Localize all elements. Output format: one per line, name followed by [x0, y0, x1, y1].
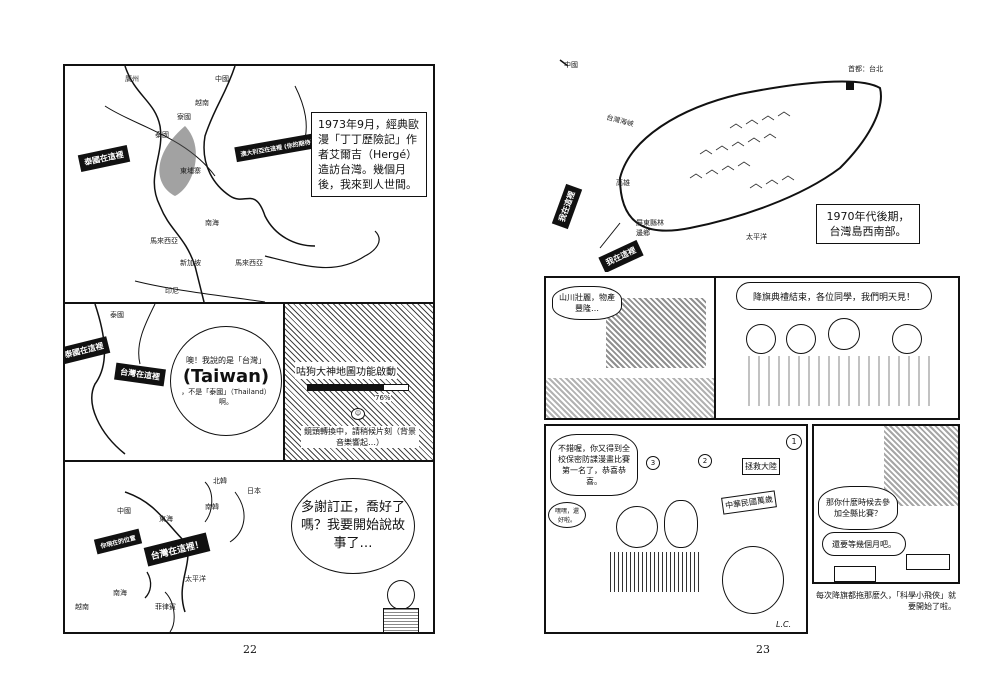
bubble-emphasis: (Taiwan): [182, 366, 270, 387]
medal-badge: 2: [698, 454, 712, 468]
map-label: 日本: [247, 487, 261, 495]
map-label: 越南: [75, 603, 89, 611]
narrator-character: [387, 580, 415, 610]
narration-caption: 1973年9月，經典歐漫「丁丁歷險記」作者艾爾吉（Hergé）造訪台灣。幾個月後…: [311, 112, 427, 197]
bubble-text: ，不是「泰國」（Thailand）啊。: [181, 388, 271, 406]
artist-signature: L.C.: [776, 620, 792, 629]
map-label: 新加坡: [180, 259, 201, 267]
speech-bubble: 還要等幾個月吧。: [822, 532, 906, 556]
loading-panel: 咕狗大神地圖功能啟動 76% ☺ 鏡頭轉換中，請稍候片刻（背景音樂響起…）: [283, 302, 435, 462]
map-panel-east-asia: 北韓 中國 南韓 日本 東海 南海 太平洋 菲律賓 越南 台灣在這裡！ 你現在的…: [63, 460, 435, 634]
map-coastline: [104, 66, 380, 302]
street-hatching: [884, 426, 958, 506]
speech-bubble: 多謝訂正，喬好了嗎？我要開始說故事了…: [291, 478, 415, 574]
map-label: 泰國: [155, 131, 169, 139]
map-label: 南韓: [205, 503, 219, 511]
map-label: 太平洋: [746, 233, 767, 241]
map-label: 印尼: [165, 287, 179, 295]
map-label: 菲律賓: [155, 603, 176, 611]
map-label: 中國: [564, 61, 578, 69]
map-label: 東海: [159, 515, 173, 523]
smiley-icon: ☺: [351, 408, 365, 420]
student-character: [828, 318, 860, 350]
map-label: 中國: [215, 75, 229, 83]
speech-bubble: 噢！我說的是「台灣」 (Taiwan) ，不是「泰國」（Thailand）啊。: [170, 326, 282, 436]
map-label: 馬來西亞: [235, 259, 263, 267]
narration-caption: 1970年代後期，台灣島西南部。: [816, 204, 920, 244]
narrator-body: [383, 608, 419, 632]
map-label: 泰國: [110, 311, 124, 319]
medal-badge: 1: [786, 434, 802, 450]
capital-marker: [846, 82, 854, 90]
page-number: 22: [243, 643, 257, 656]
speech-bubble: 山川壯麗，物產豐隆…: [552, 286, 622, 320]
speech-bubble: 降旗典禮結束，各位同學，我們明天見！: [736, 282, 932, 310]
map-label: 馬來西亞: [150, 237, 178, 245]
map-label: 首都：台北: [848, 65, 883, 73]
speech-bubble: 嘿嘿，還好啦。: [548, 502, 586, 528]
awards-panel: 不錯喔，你又得到全校保密防諜漫畫比賽第一名了，恭喜恭喜。 嘿嘿，還好啦。 拯救大…: [544, 424, 808, 634]
medal-badge: 3: [646, 456, 660, 470]
girl-character: [616, 506, 658, 548]
map-label: 屏東縣林邊鄉: [636, 219, 664, 237]
left-page: 廣州 中國 越南 泰國 寮國 東埔寨 南海 馬來西亞 新加坡 馬來西亞 印尼 泰…: [63, 64, 435, 656]
student-bodies: [740, 356, 930, 406]
page-number: 23: [756, 643, 770, 656]
map-label: 高雄: [616, 179, 630, 187]
bus-drawing: [906, 554, 950, 570]
flag-ceremony-panel: 山川壯麗，物產豐隆…: [544, 276, 716, 420]
crowd-hatching: [546, 378, 714, 418]
map-panel-southeast-asia: 廣州 中國 越南 泰國 寮國 東埔寨 南海 馬來西亞 新加坡 馬來西亞 印尼 泰…: [63, 64, 435, 304]
speech-bubble: 不錯喔，你又得到全校保密防諜漫畫比賽第一名了，恭喜恭喜。: [550, 434, 638, 496]
poster-sign: 中華民國萬歲: [721, 490, 777, 515]
loading-title: 咕狗大神地圖功能啟動: [295, 362, 397, 379]
student-character: [786, 324, 816, 354]
map-label: 寮國: [177, 113, 191, 121]
map-label: 南海: [113, 589, 127, 597]
speech-bubble: 那你什麼時候去參加全縣比賽？: [818, 486, 898, 530]
narration-caption: 每次降旗都拖那麼久，「科學小飛俠」就要開始了啦。: [816, 591, 956, 611]
bubble-text: 噢！我說的是「台灣」: [186, 356, 266, 365]
uniform-skirt: [610, 552, 700, 592]
map-label: 東埔寨: [180, 167, 201, 175]
map-panel-taiwan: 中國 首都：台北 台灣海峽 高雄 屏東縣林邊鄉 太平洋 我在這裡 我在這裡 19…: [540, 58, 960, 272]
map-coastline: [91, 304, 156, 455]
poster-sign: 拯救大陸: [742, 458, 780, 475]
map-label: 北韓: [213, 477, 227, 485]
building-hatching: [606, 298, 706, 368]
student-character: [746, 324, 776, 354]
street-panel: 那你什麼時候去參加全縣比賽？ 還要等幾個月吧。: [812, 424, 960, 584]
map-panel-thailand: 泰國 泰國在這裡 台灣在這裡 噢！我說的是「台灣」 (Taiwan) ，不是「泰…: [63, 302, 285, 462]
students-panel: 降旗典禮結束，各位同學，我們明天見！: [714, 276, 960, 420]
girl-character: [664, 500, 698, 548]
student-character: [892, 324, 922, 354]
map-label: 越南: [195, 99, 209, 107]
boy-character: [722, 546, 784, 614]
progress-label: 76%: [375, 394, 391, 402]
right-page: 中國 首都：台北 台灣海峽 高雄 屏東縣林邊鄉 太平洋 我在這裡 我在這裡 19…: [500, 0, 1000, 688]
progress-fill: [308, 385, 384, 390]
map-label: 南海: [205, 219, 219, 227]
loading-status: 鏡頭轉換中，請稍候片刻（背景音樂響起…）: [301, 426, 419, 448]
taiwan-island-outline: [559, 59, 882, 249]
map-label: 中國: [117, 507, 131, 515]
map-label: 太平洋: [185, 575, 206, 583]
bus-drawing: [834, 566, 876, 582]
map-label: 廣州: [125, 75, 139, 83]
progress-bar: [307, 384, 409, 391]
